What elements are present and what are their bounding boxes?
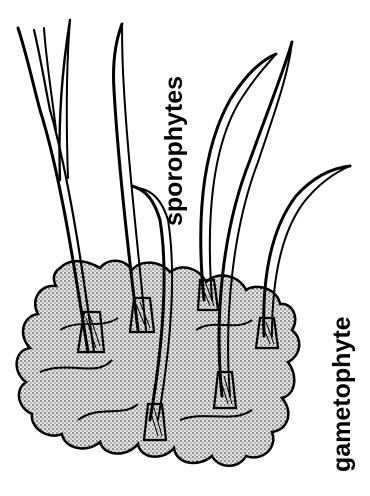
gametophyte-label: gametophyte bbox=[330, 316, 355, 472]
sporophytes-label: sporophytes bbox=[162, 76, 187, 226]
